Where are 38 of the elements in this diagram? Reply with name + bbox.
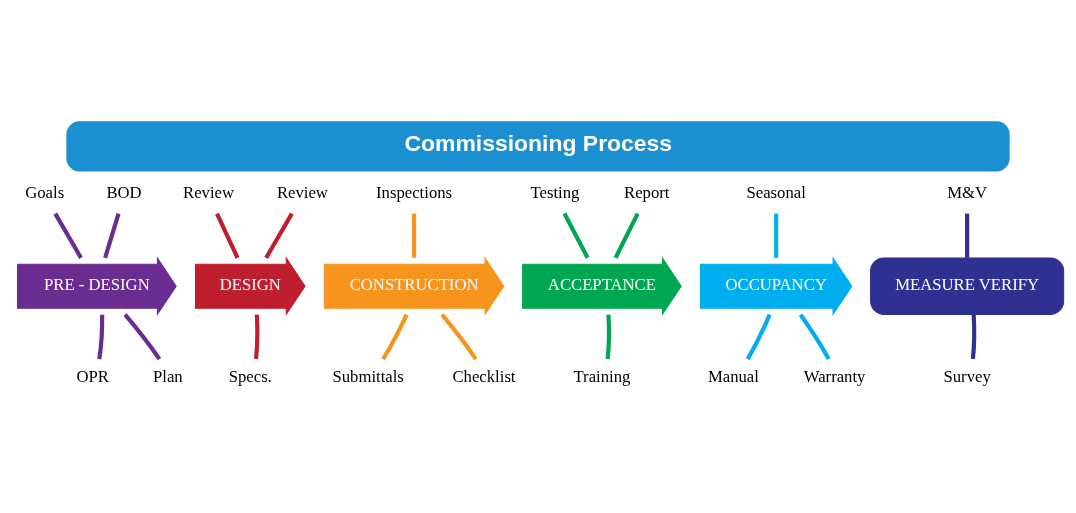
diagram-title: Commissioning Process [404,129,673,156]
node-text: BOD [106,182,142,202]
connector [123,312,162,360]
node-text: Submittals [332,366,404,386]
connector [381,313,409,360]
connector [264,212,294,259]
node-text: Warranty [803,366,866,386]
node-text: Review [183,182,235,202]
connector [605,314,612,359]
node-text: Plan [152,366,183,386]
node-text: Survey [943,366,991,386]
node-box: MEASURE VERIFY [870,257,1065,315]
connector [798,312,831,360]
node-text: Manual [707,366,759,386]
connector [965,213,970,258]
node-text: Testing [530,182,580,202]
node-text: Checklist [452,366,516,386]
node-text: Inspections [376,182,453,202]
connector [613,212,640,259]
node-text: Seasonal [746,182,806,202]
connector [53,212,83,259]
connector [412,213,417,258]
node-text: Review [276,182,328,202]
node-text: Goals [25,182,65,202]
connector [440,312,478,360]
node-text: Training [573,366,631,386]
connector [970,314,977,359]
node-text: Report [624,182,670,202]
connector [745,313,772,360]
connector [215,212,240,259]
connector [103,212,121,258]
node-text: Specs. [228,366,272,386]
connector [562,212,590,259]
connector [774,213,779,258]
connector [253,314,260,359]
node-text: OPR [76,366,109,386]
connector [97,314,105,359]
node-text: M&V [947,182,988,202]
